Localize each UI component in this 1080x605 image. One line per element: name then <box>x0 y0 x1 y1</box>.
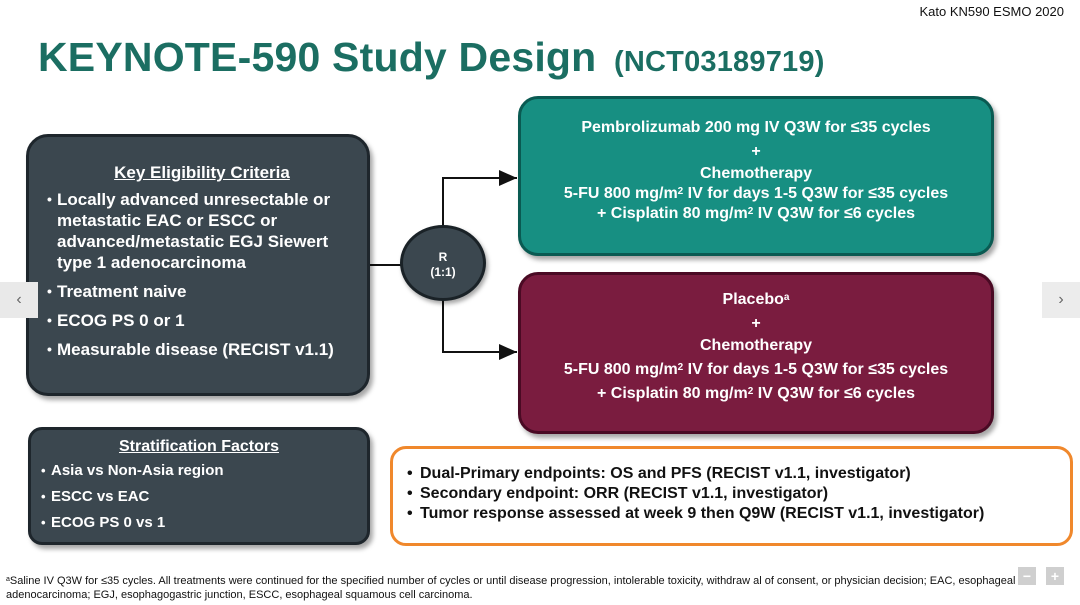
minus-icon: − <box>1022 568 1032 584</box>
eligibility-item: Measurable disease (RECIST v1.1) <box>47 339 357 360</box>
endpoints-box: Dual-Primary endpoints: OS and PFS (RECI… <box>390 446 1073 546</box>
eligibility-box: Key Eligibility Criteria Locally advance… <box>26 134 370 396</box>
header-citation: Kato KN590 ESMO 2020 <box>919 4 1064 19</box>
eligibility-item: ECOG PS 0 or 1 <box>47 310 357 331</box>
arm1-drug: Pembrolizumab 200 mg IV Q3W for ≤35 cycl… <box>581 119 931 136</box>
eligibility-item: Locally advanced unresectable or metasta… <box>47 189 357 273</box>
title-main: KEYNOTE-590 Study Design <box>38 34 597 80</box>
arm1-5fu-line: 5-FU 800 mg/m2 IV for days 1-5 Q3W for ≤… <box>563 185 949 202</box>
stratification-item: Asia vs Non-Asia region <box>41 462 357 480</box>
endpoint-item: Secondary endpoint: ORR (RECIST v1.1, in… <box>407 484 1058 504</box>
plus-icon: + <box>1050 568 1060 584</box>
randomization-node: R (1:1) <box>400 225 486 301</box>
endpoints-list: Dual-Primary endpoints: OS and PFS (RECI… <box>407 464 1058 524</box>
randomization-ratio: (1:1) <box>430 265 456 279</box>
next-slide-button[interactable]: › <box>1042 282 1080 318</box>
zoom-in-button[interactable]: + <box>1046 567 1064 585</box>
title-trial-id: (NCT03189719) <box>614 46 825 78</box>
arm1-cisplatin-line: + Cisplatin 80 mg/m2 IV Q3W for ≤6 cycle… <box>596 205 915 222</box>
zoom-out-button[interactable]: − <box>1018 567 1036 585</box>
arm2-5fu-line: 5-FU 800 mg/m2 IV for days 1-5 Q3W for ≤… <box>563 361 949 378</box>
eligibility-item: Treatment naive <box>47 281 357 302</box>
arm-pembrolizumab-box: Pembrolizumab 200 mg IV Q3W for ≤35 cycl… <box>518 96 994 256</box>
randomization-label: R <box>438 250 448 264</box>
arm1-chemo-title: Chemotherapy <box>699 165 813 182</box>
arm2-drug: Placeboa <box>722 291 790 308</box>
arm1-plus: + <box>751 143 761 160</box>
endpoint-item: Tumor response assessed at week 9 then Q… <box>407 504 1058 524</box>
stratification-box: Stratification Factors Asia vs Non-Asia … <box>28 427 370 545</box>
arm2-chemo-title: Chemotherapy <box>699 337 813 354</box>
footnote-marker: a <box>6 576 10 583</box>
arm2-cisplatin-line: + Cisplatin 80 mg/m2 IV Q3W for ≤6 cycle… <box>596 385 915 402</box>
eligibility-heading: Key Eligibility Criteria <box>114 163 290 182</box>
stratification-item: ECOG PS 0 vs 1 <box>41 514 357 532</box>
stratification-item: ESCC vs EAC <box>41 488 357 506</box>
page-title: KEYNOTE-590 Study Design (NCT03189719) <box>38 34 825 81</box>
footnote-text: Saline IV Q3W for ≤35 cycles. All treatm… <box>6 575 1016 601</box>
previous-slide-button[interactable]: ‹ <box>0 282 38 318</box>
footnote: aSaline IV Q3W for ≤35 cycles. All treat… <box>6 574 1036 602</box>
stratification-list: Asia vs Non-Asia region ESCC vs EAC ECOG… <box>41 462 357 532</box>
eligibility-list: Locally advanced unresectable or metasta… <box>47 189 357 360</box>
arm-placebo-box: Placeboa + Chemotherapy 5-FU 800 mg/m2 I… <box>518 272 994 434</box>
chevron-left-icon: ‹ <box>16 291 22 308</box>
arm2-plus: + <box>751 315 761 332</box>
stratification-heading: Stratification Factors <box>118 438 280 455</box>
chevron-right-icon: › <box>1058 291 1064 308</box>
endpoint-item: Dual-Primary endpoints: OS and PFS (RECI… <box>407 464 1058 484</box>
